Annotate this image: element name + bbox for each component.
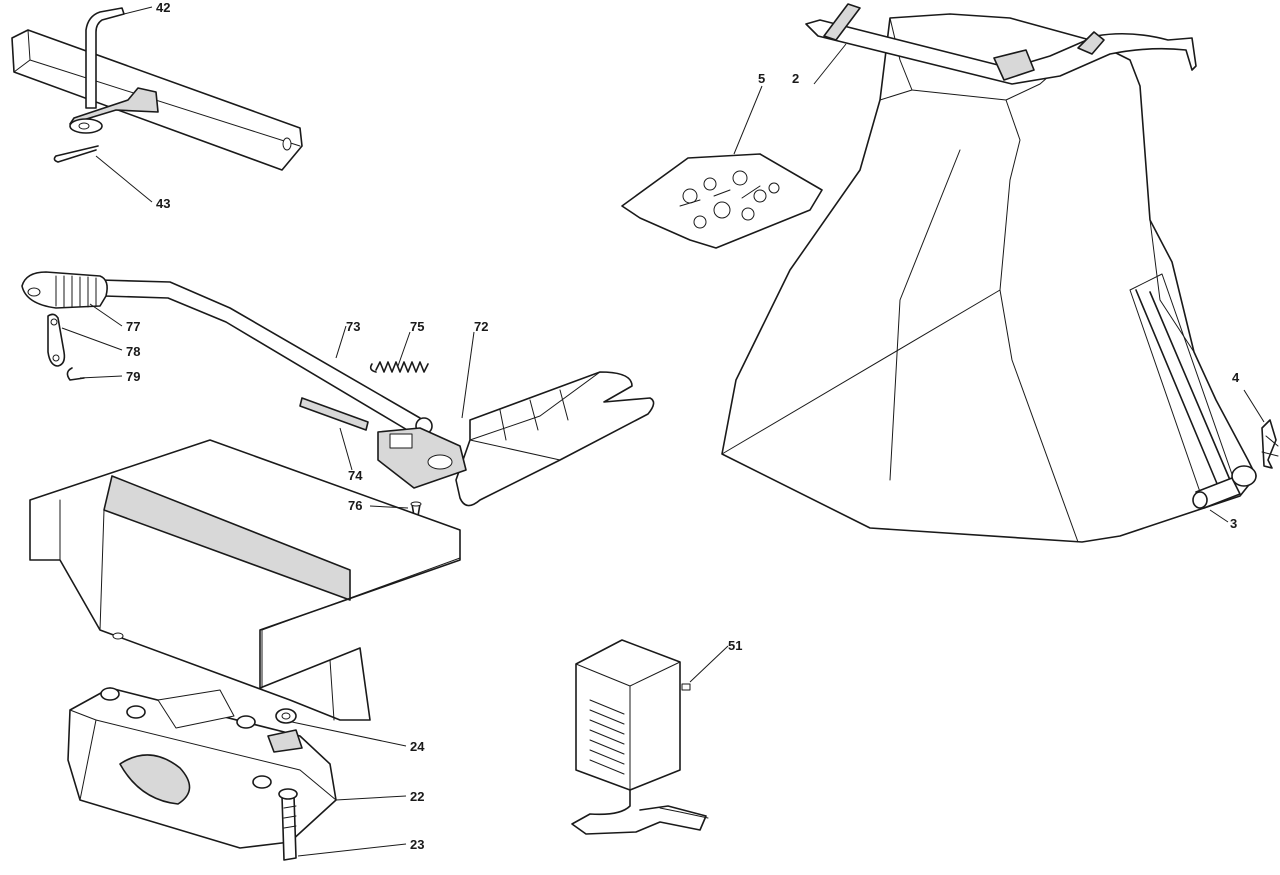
callout-3: 3 — [1230, 516, 1237, 531]
part-79-pin — [66, 367, 85, 381]
callout-4: 4 — [1232, 370, 1240, 385]
part-23-bolt — [278, 788, 298, 861]
callout-24: 24 — [410, 739, 425, 754]
callout-75: 75 — [410, 319, 424, 334]
part-22-weight — [67, 687, 337, 849]
callout-5: 5 — [758, 71, 765, 86]
part-78-link — [47, 313, 66, 367]
part-5-hardware-bag — [621, 153, 823, 249]
part-51-charger — [571, 639, 709, 835]
callout-79: 79 — [126, 369, 140, 384]
callout-22: 22 — [410, 789, 424, 804]
part-75-spring — [369, 361, 429, 373]
part-73-lever-rod — [99, 279, 433, 435]
callout-76: 76 — [348, 498, 362, 513]
callout-43: 43 — [156, 196, 170, 211]
callout-77: 77 — [126, 319, 140, 334]
callout-42: 42 — [156, 0, 170, 15]
leader-lines — [61, 6, 1265, 857]
part-42-hitch-bracket — [11, 7, 303, 171]
callout-labels: 42 43 77 78 79 73 75 72 74 76 24 22 23 5… — [126, 0, 1240, 852]
callout-78: 78 — [126, 344, 140, 359]
part-77-grip — [21, 271, 108, 309]
frame-section — [29, 439, 461, 721]
part-3-bag-rod — [1135, 289, 1257, 509]
callout-2: 2 — [792, 71, 799, 86]
part-72-pedal — [377, 371, 655, 507]
callout-72: 72 — [474, 319, 488, 334]
callout-73: 73 — [346, 319, 360, 334]
part-2-handle-frame — [805, 3, 1197, 85]
callout-51: 51 — [728, 638, 742, 653]
grass-bag — [721, 13, 1257, 543]
part-74-rod — [299, 397, 369, 431]
part-24-nut — [267, 708, 303, 753]
callout-23: 23 — [410, 837, 424, 852]
part-4-clip — [1261, 419, 1279, 469]
callout-74: 74 — [348, 468, 363, 483]
part-43-clip — [53, 145, 99, 163]
